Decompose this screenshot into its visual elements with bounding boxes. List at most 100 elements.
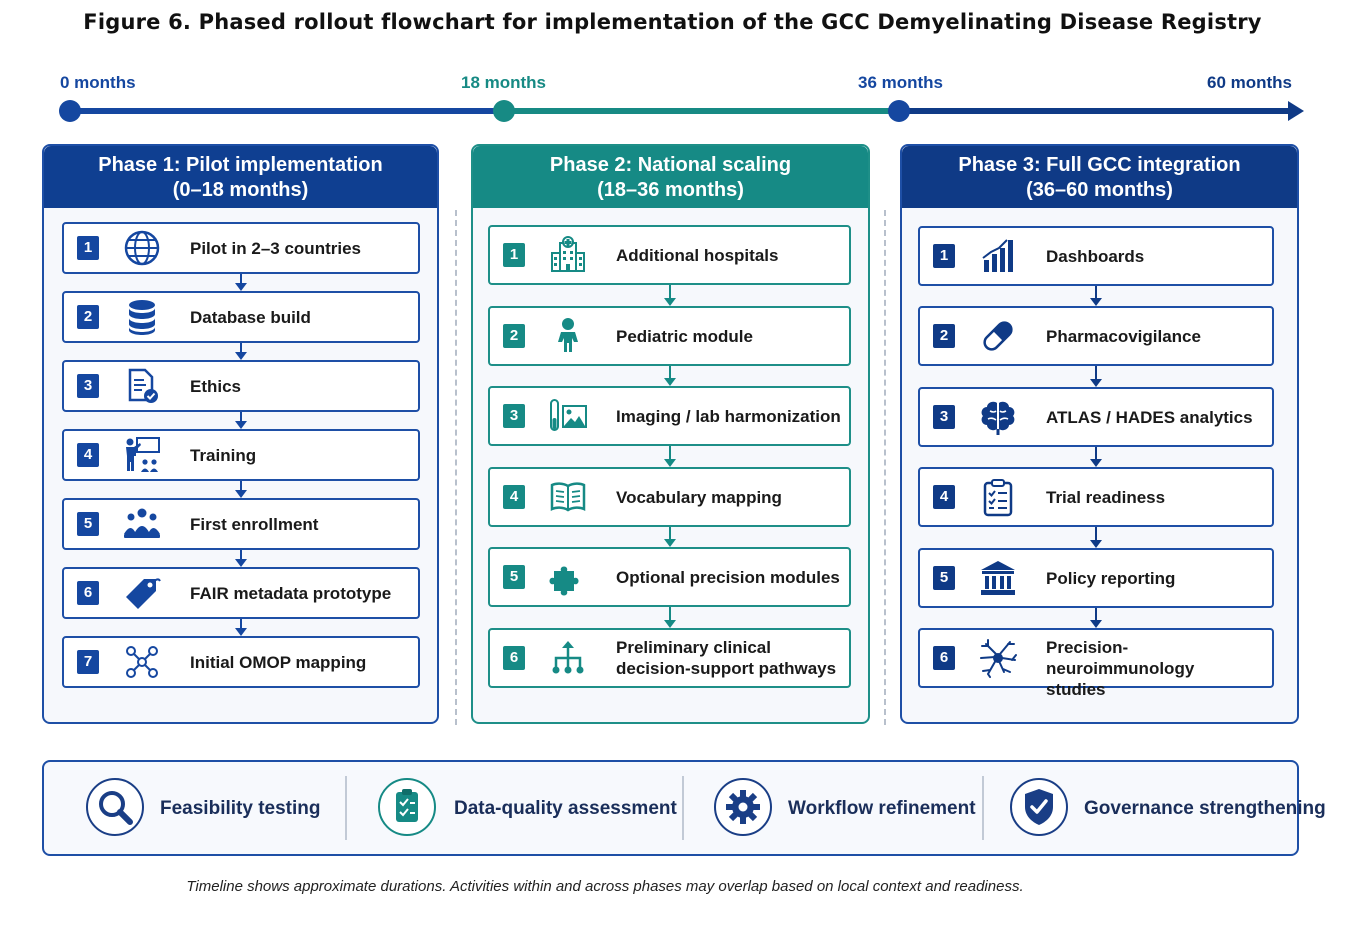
step-label-line-1: Initial OMOP mapping bbox=[190, 653, 367, 672]
child-icon bbox=[548, 316, 588, 356]
cross-label-workflow: Workflow refinement bbox=[788, 798, 976, 819]
phase-1-range: (0–18 months) bbox=[172, 179, 309, 201]
step-label-line-1: Imaging / lab harmonization bbox=[616, 407, 841, 426]
step-number-badge: 2 bbox=[933, 324, 955, 348]
cross-label-feasibility: Feasibility testing bbox=[160, 798, 321, 819]
step-number-badge: 5 bbox=[503, 565, 525, 589]
shield-check-icon bbox=[1010, 778, 1068, 836]
connector-arrow bbox=[235, 274, 247, 291]
phase-1-step-1: 1 Pilot in 2–3 countries bbox=[62, 222, 420, 274]
clipboard-check-icon bbox=[378, 778, 436, 836]
step-label: FAIR metadata prototype bbox=[190, 583, 391, 604]
step-label-line-1: Vocabulary mapping bbox=[616, 488, 782, 507]
cross-separator-3 bbox=[982, 776, 984, 840]
bar-chart-icon bbox=[978, 236, 1018, 276]
phase-1-step-3: 3 Ethics bbox=[62, 360, 420, 412]
neuron-icon bbox=[978, 638, 1018, 678]
step-number-badge: 4 bbox=[933, 485, 955, 509]
connector-arrow bbox=[664, 285, 676, 306]
step-label-line-2: decision-support pathways bbox=[616, 659, 837, 678]
timeline-label-60: 60 months bbox=[1207, 73, 1293, 92]
step-label: Imaging / lab harmonization bbox=[616, 406, 841, 427]
book-icon bbox=[548, 477, 588, 517]
step-number-badge: 2 bbox=[77, 305, 99, 329]
step-number-badge: 3 bbox=[77, 374, 99, 398]
magnifier-icon bbox=[86, 778, 144, 836]
step-number-badge: 3 bbox=[933, 405, 955, 429]
phase-separator-2 bbox=[884, 210, 886, 725]
timeline-dot-36 bbox=[888, 100, 910, 122]
timeline-dot-18 bbox=[493, 100, 515, 122]
step-label-line-2: studies bbox=[1046, 680, 1106, 699]
database-icon bbox=[122, 297, 162, 337]
connector-arrow bbox=[1090, 527, 1102, 548]
connector-arrow bbox=[235, 619, 247, 636]
phase-2-range: (18–36 months) bbox=[597, 179, 744, 201]
test-tube-image-icon bbox=[548, 396, 588, 436]
phase-separator-1 bbox=[455, 210, 457, 725]
network-icon bbox=[122, 642, 162, 682]
step-label-line-1: FAIR metadata prototype bbox=[190, 584, 392, 603]
step-number-badge: 1 bbox=[933, 244, 955, 268]
pill-icon bbox=[978, 316, 1018, 356]
phase-1-step-2: 2 Database build bbox=[62, 291, 420, 343]
step-label: Optional precision modules bbox=[616, 567, 840, 588]
step-label-line-1: Precision-neuroimmunology bbox=[1046, 638, 1195, 678]
timeline-label-36: 36 months bbox=[858, 73, 944, 92]
step-label: Policy reporting bbox=[1046, 568, 1175, 589]
step-number-badge: 5 bbox=[77, 512, 99, 536]
phase-1-header: Phase 1: Pilot implementation (0–18 mont… bbox=[44, 146, 437, 208]
phase-2-step-5: 5 Optional precision modules bbox=[488, 547, 851, 607]
step-label-line-1: Trial readiness bbox=[1046, 488, 1166, 507]
cross-label-data-quality: Data-quality assessment bbox=[454, 798, 677, 819]
step-number-badge: 1 bbox=[77, 236, 99, 260]
flow-branch-icon bbox=[548, 638, 588, 678]
step-number-badge: 1 bbox=[503, 243, 525, 267]
phase-2-header: Phase 2: National scaling (18–36 months) bbox=[473, 146, 868, 208]
cross-separator-2 bbox=[682, 776, 684, 840]
gear-icon bbox=[714, 778, 772, 836]
phase-3-title: Phase 3: Full GCC integration bbox=[958, 154, 1241, 176]
step-label-line-1: First enrollment bbox=[190, 515, 319, 534]
phase-2-step-1: 1 Additional hospitals bbox=[488, 225, 851, 285]
step-number-badge: 6 bbox=[503, 646, 525, 670]
step-label-line-1: Pilot in 2–3 countries bbox=[190, 239, 361, 258]
step-label-line-1: Dashboards bbox=[1046, 247, 1145, 266]
step-label-line-1: Database build bbox=[190, 308, 311, 327]
timeline-segment-3 bbox=[900, 108, 1292, 114]
phase-3-step-1: 1 Dashboards bbox=[918, 226, 1274, 286]
checklist-icon bbox=[978, 477, 1018, 517]
tag-icon bbox=[122, 573, 162, 613]
step-label: First enrollment bbox=[190, 514, 318, 535]
people-group-icon bbox=[122, 504, 162, 544]
phase-2-title: Phase 2: National scaling bbox=[549, 154, 792, 176]
step-label: Additional hospitals bbox=[616, 245, 778, 266]
teacher-icon bbox=[122, 435, 162, 475]
phase-1-title: Phase 1: Pilot implementation bbox=[98, 154, 383, 176]
timeline-arrowhead bbox=[1288, 101, 1304, 121]
document-check-icon bbox=[122, 366, 162, 406]
cross-label-governance: Governance strengthening bbox=[1084, 798, 1326, 819]
phase-3-header: Phase 3: Full GCC integration (36–60 mon… bbox=[902, 146, 1297, 208]
connector-arrow bbox=[664, 527, 676, 547]
step-number-badge: 3 bbox=[503, 404, 525, 428]
step-label: Ethics bbox=[190, 376, 241, 397]
connector-arrow bbox=[664, 446, 676, 467]
figure-title: Figure 6. Phased rollout flowchart for i… bbox=[83, 10, 1262, 34]
connector-arrow bbox=[664, 607, 676, 628]
connector-arrow bbox=[664, 366, 676, 386]
brain-icon bbox=[978, 397, 1018, 437]
step-label-line-1: Additional hospitals bbox=[616, 246, 779, 265]
step-label: Trial readiness bbox=[1046, 487, 1165, 508]
connector-arrow bbox=[1090, 447, 1102, 467]
